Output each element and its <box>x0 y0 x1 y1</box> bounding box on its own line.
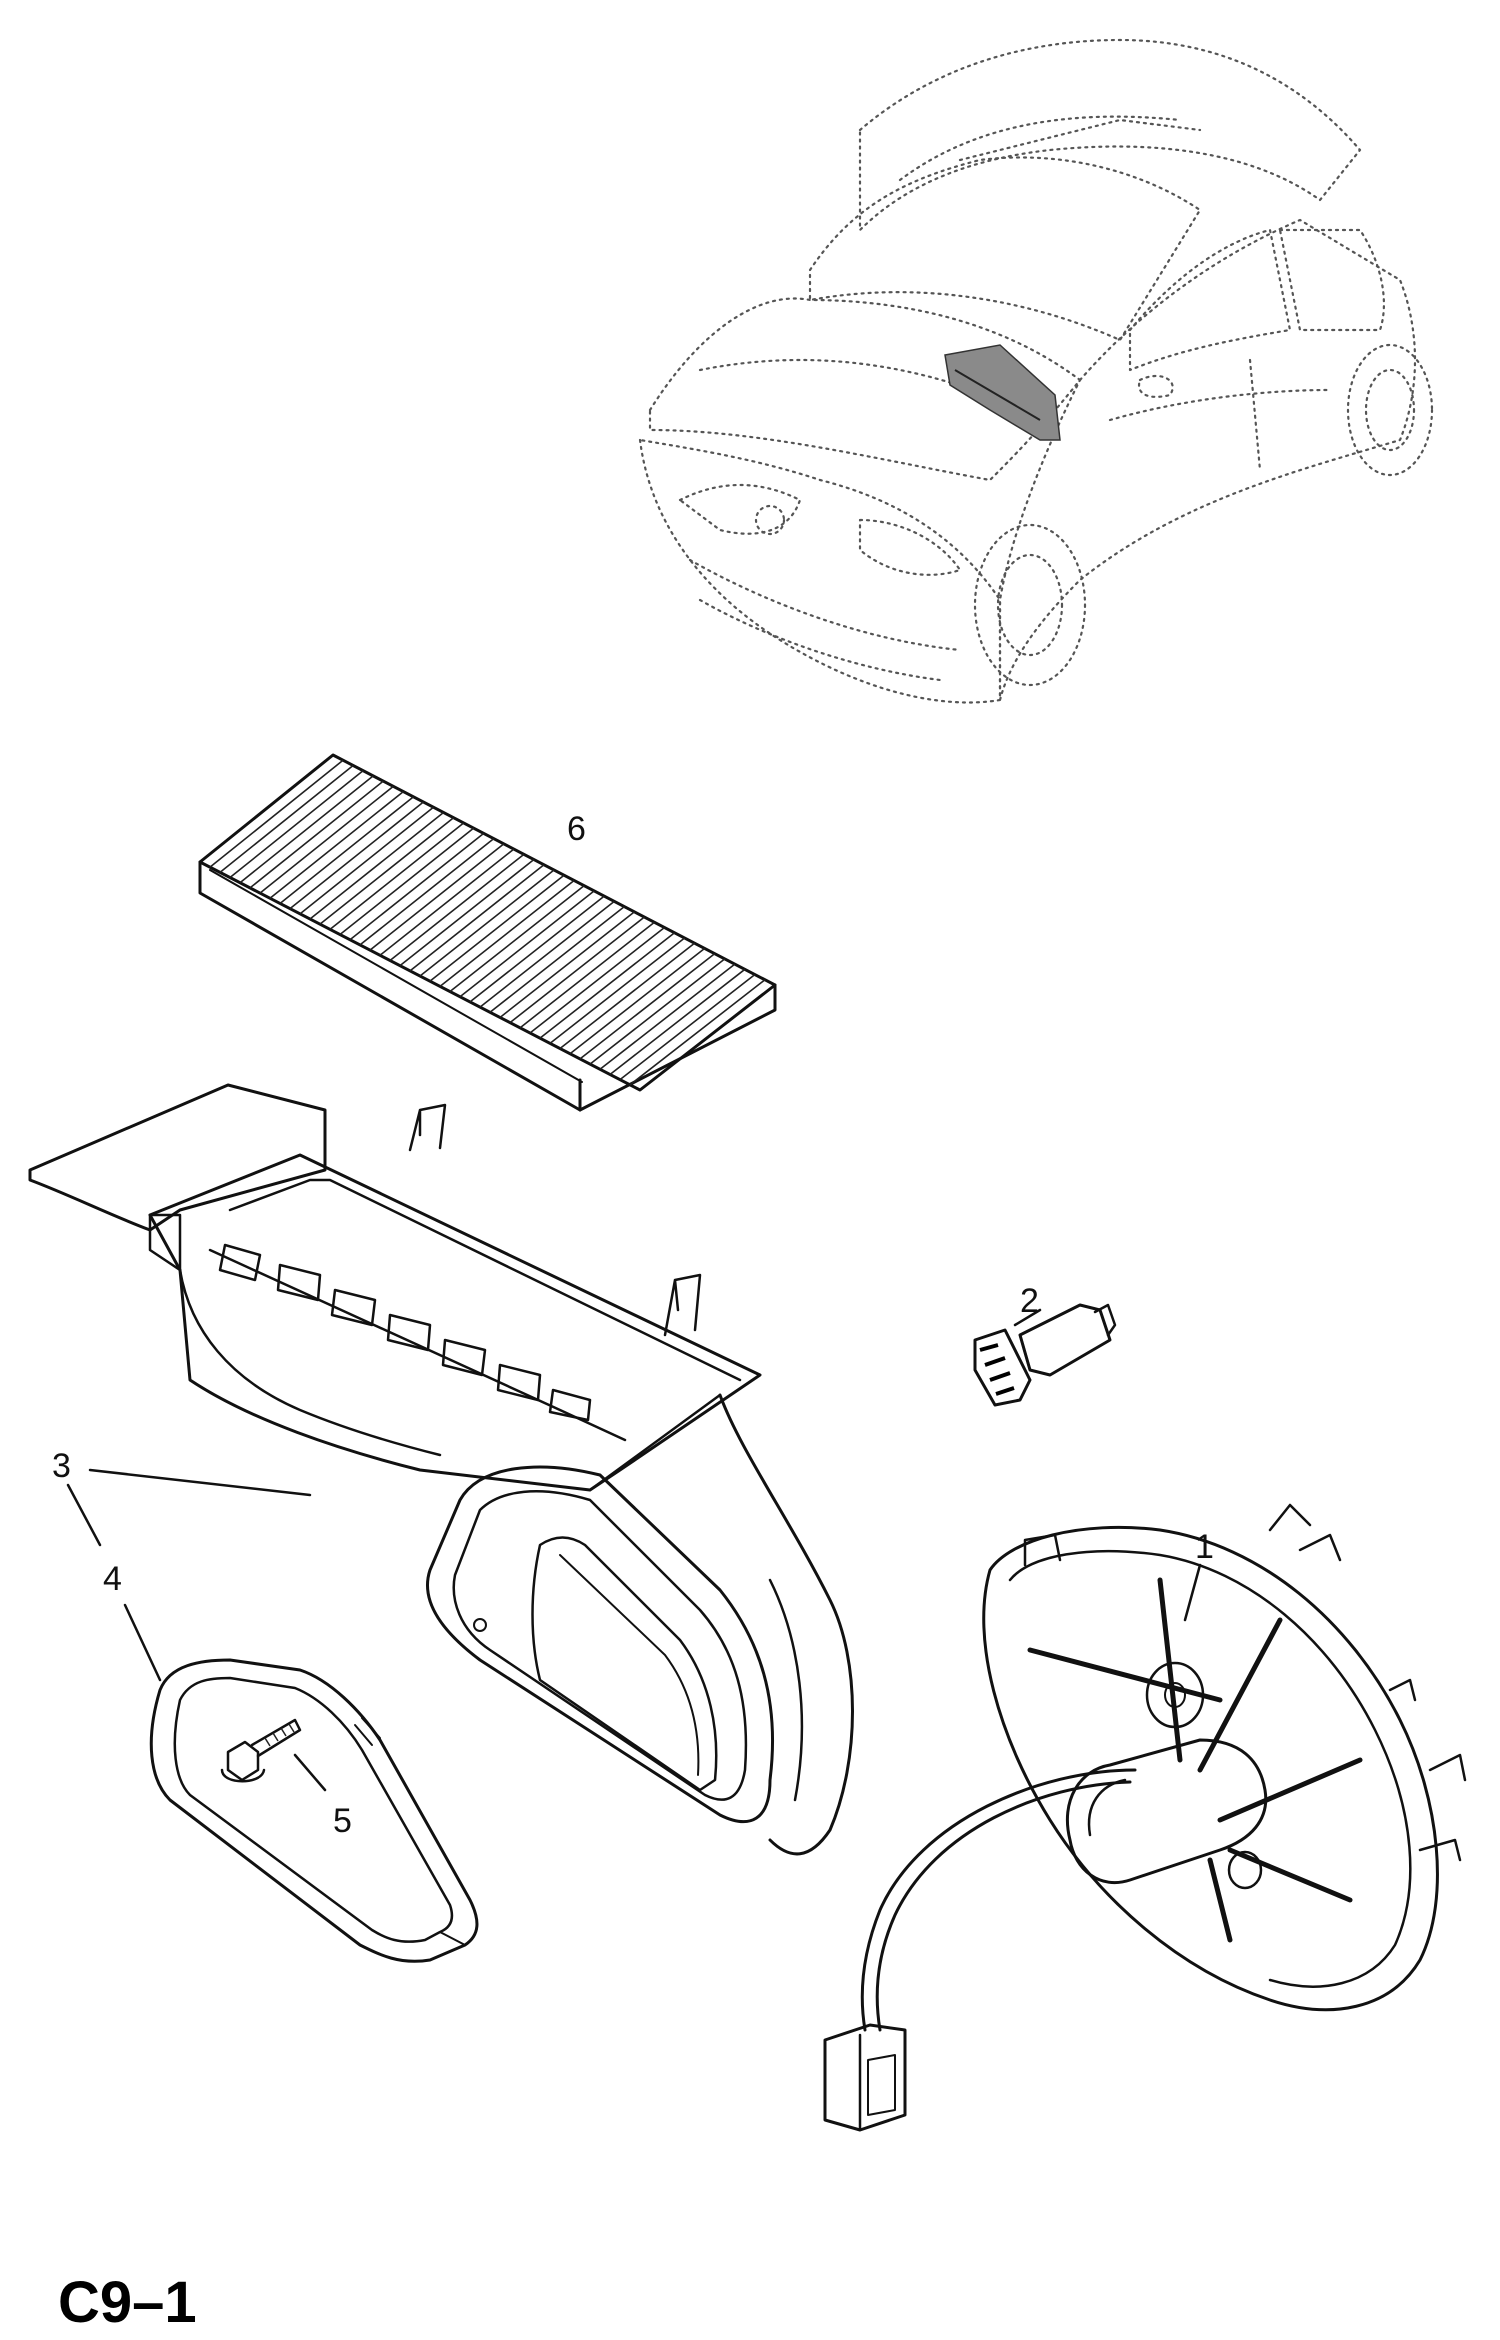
filter-pleat <box>259 785 394 894</box>
filter-pleat <box>429 874 565 982</box>
filter-pleat <box>519 921 655 1029</box>
blower-motor-part <box>823 1503 1467 2132</box>
callout-6: 6 <box>567 810 586 848</box>
vehicle-locator-illustration <box>638 38 1434 704</box>
callout-labels: 1 2 3 4 5 6 <box>52 810 1214 1840</box>
filter-pleat <box>599 963 736 1070</box>
filter-pleat <box>619 973 756 1081</box>
filter-pleat <box>579 953 716 1060</box>
filter-pleat <box>329 822 465 930</box>
callout-4: 4 <box>103 1560 122 1598</box>
filter-pleat <box>409 864 545 972</box>
filter-pleat <box>229 770 364 879</box>
filter-pleat <box>509 916 645 1024</box>
callout-5: 5 <box>333 1802 352 1840</box>
filter-pleat <box>549 937 686 1044</box>
filter-pleat <box>379 848 515 956</box>
filter-pleat <box>289 801 424 910</box>
blower-resistor-part <box>973 1303 1117 1407</box>
seal-gasket-part <box>149 1658 479 1963</box>
filter-pleat <box>559 942 696 1050</box>
filter-pleat <box>589 958 726 1065</box>
filter-pleat <box>609 968 746 1076</box>
filter-pleat <box>539 932 676 1039</box>
filter-pleat <box>359 838 495 946</box>
filter-pleat <box>529 926 665 1034</box>
filter-pleat <box>239 775 374 884</box>
filter-pleat <box>299 806 434 915</box>
filter-pleat <box>419 869 555 977</box>
leader-lines <box>66 1308 1202 1792</box>
figure-code: C9–1 <box>58 2270 197 2335</box>
filter-pleat <box>479 900 615 1008</box>
screw-part <box>220 1718 302 1783</box>
callout-2: 2 <box>1020 1282 1039 1320</box>
callout-1: 1 <box>1195 1528 1214 1566</box>
filter-pleat <box>269 790 404 899</box>
filter-pleat <box>629 979 766 1086</box>
filter-pleats <box>209 759 766 1086</box>
filter-pleat <box>309 811 444 920</box>
filter-pleat <box>249 780 384 889</box>
filter-pleat <box>439 879 575 987</box>
filter-pleat <box>569 947 706 1055</box>
filter-pleat <box>389 853 525 962</box>
filter-pleat <box>499 911 635 1019</box>
filter-pleat <box>349 832 485 941</box>
filter-pleat <box>279 796 414 905</box>
filter-pleat <box>459 890 595 998</box>
filter-pleat <box>449 885 585 993</box>
callout-3: 3 <box>52 1447 71 1485</box>
filter-pleat <box>469 895 605 1003</box>
filter-pleat <box>209 759 344 868</box>
filter-pleat <box>339 827 475 936</box>
filter-pleat <box>319 817 455 925</box>
cabin-filter-part <box>198 753 777 1112</box>
filter-pleat <box>369 843 505 951</box>
filter-pleat <box>489 905 625 1013</box>
filter-pleat <box>219 764 354 873</box>
air-duct-housing-part <box>28 1083 854 1856</box>
filter-pleat <box>399 858 535 967</box>
